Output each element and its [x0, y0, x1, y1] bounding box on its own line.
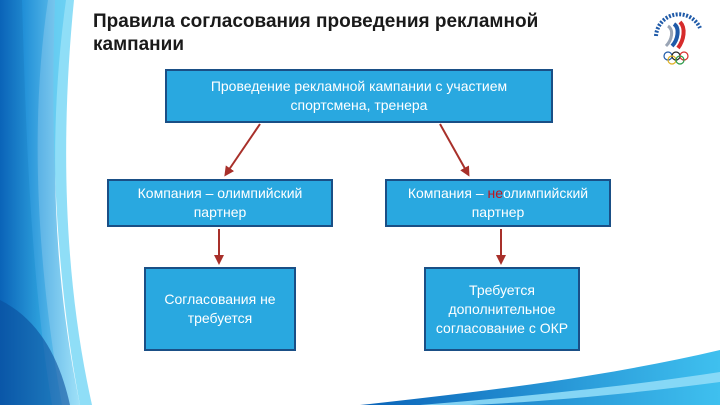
node-nonolympic-partner: Компания – неолимпийский партнер — [385, 179, 611, 227]
node-advertising-campaign-label: Проведение рекламной кампании с участием… — [173, 77, 545, 115]
olympic-committee-logo-icon — [648, 6, 710, 68]
node-no-approval-label: Согласования не требуется — [152, 290, 288, 328]
node-olympic-partner-label: Компания – олимпийский партнер — [115, 184, 325, 222]
node-approval-required-label: Требуется дополнительное согласование с … — [432, 281, 572, 338]
node-nonolympic-partner-label: Компания – неолимпийский партнер — [393, 184, 603, 222]
nonolympic-prefix: Компания – — [408, 185, 488, 201]
node-approval-required: Требуется дополнительное согласование с … — [424, 267, 580, 351]
node-olympic-partner: Компания – олимпийский партнер — [107, 179, 333, 227]
node-advertising-campaign: Проведение рекламной кампании с участием… — [165, 69, 553, 123]
page-title: Правила согласования проведения рекламно… — [93, 10, 613, 56]
node-no-approval: Согласования не требуется — [144, 267, 296, 351]
nonolympic-highlight: не — [488, 185, 504, 201]
